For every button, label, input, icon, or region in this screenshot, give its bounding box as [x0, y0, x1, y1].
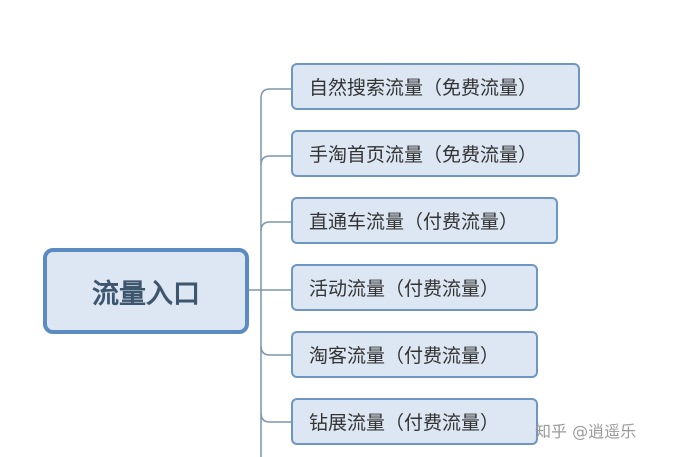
branch-line — [260, 88, 291, 457]
child-node: 钻展流量（付费流量） — [291, 398, 538, 445]
watermark: 知乎 @逍遥乐 — [535, 422, 637, 441]
child-label: 手淘首页流量（免费流量） — [309, 144, 538, 166]
child-label: 钻展流量（付费流量） — [309, 412, 500, 434]
child-label: 活动流量（付费流量） — [309, 278, 500, 300]
child-node: 活动流量（付费流量） — [291, 264, 538, 311]
child-node: 手淘首页流量（免费流量） — [291, 130, 580, 177]
branch-line — [260, 412, 291, 423]
child-label: 淘客流量（付费流量） — [309, 345, 500, 367]
child-node: 自然搜索流量（免费流量） — [291, 63, 580, 110]
root-label: 流量入口 — [92, 278, 200, 310]
child-label: 直通车流量（付费流量） — [309, 211, 519, 233]
root-node: 流量入口 — [43, 248, 249, 334]
child-node: 淘客流量（付费流量） — [291, 331, 538, 378]
child-node: 直通车流量（付费流量） — [291, 197, 558, 244]
branch-line — [260, 155, 291, 166]
branch-line — [260, 345, 291, 356]
child-label: 自然搜索流量（免费流量） — [309, 77, 538, 99]
branch-line — [260, 221, 291, 232]
